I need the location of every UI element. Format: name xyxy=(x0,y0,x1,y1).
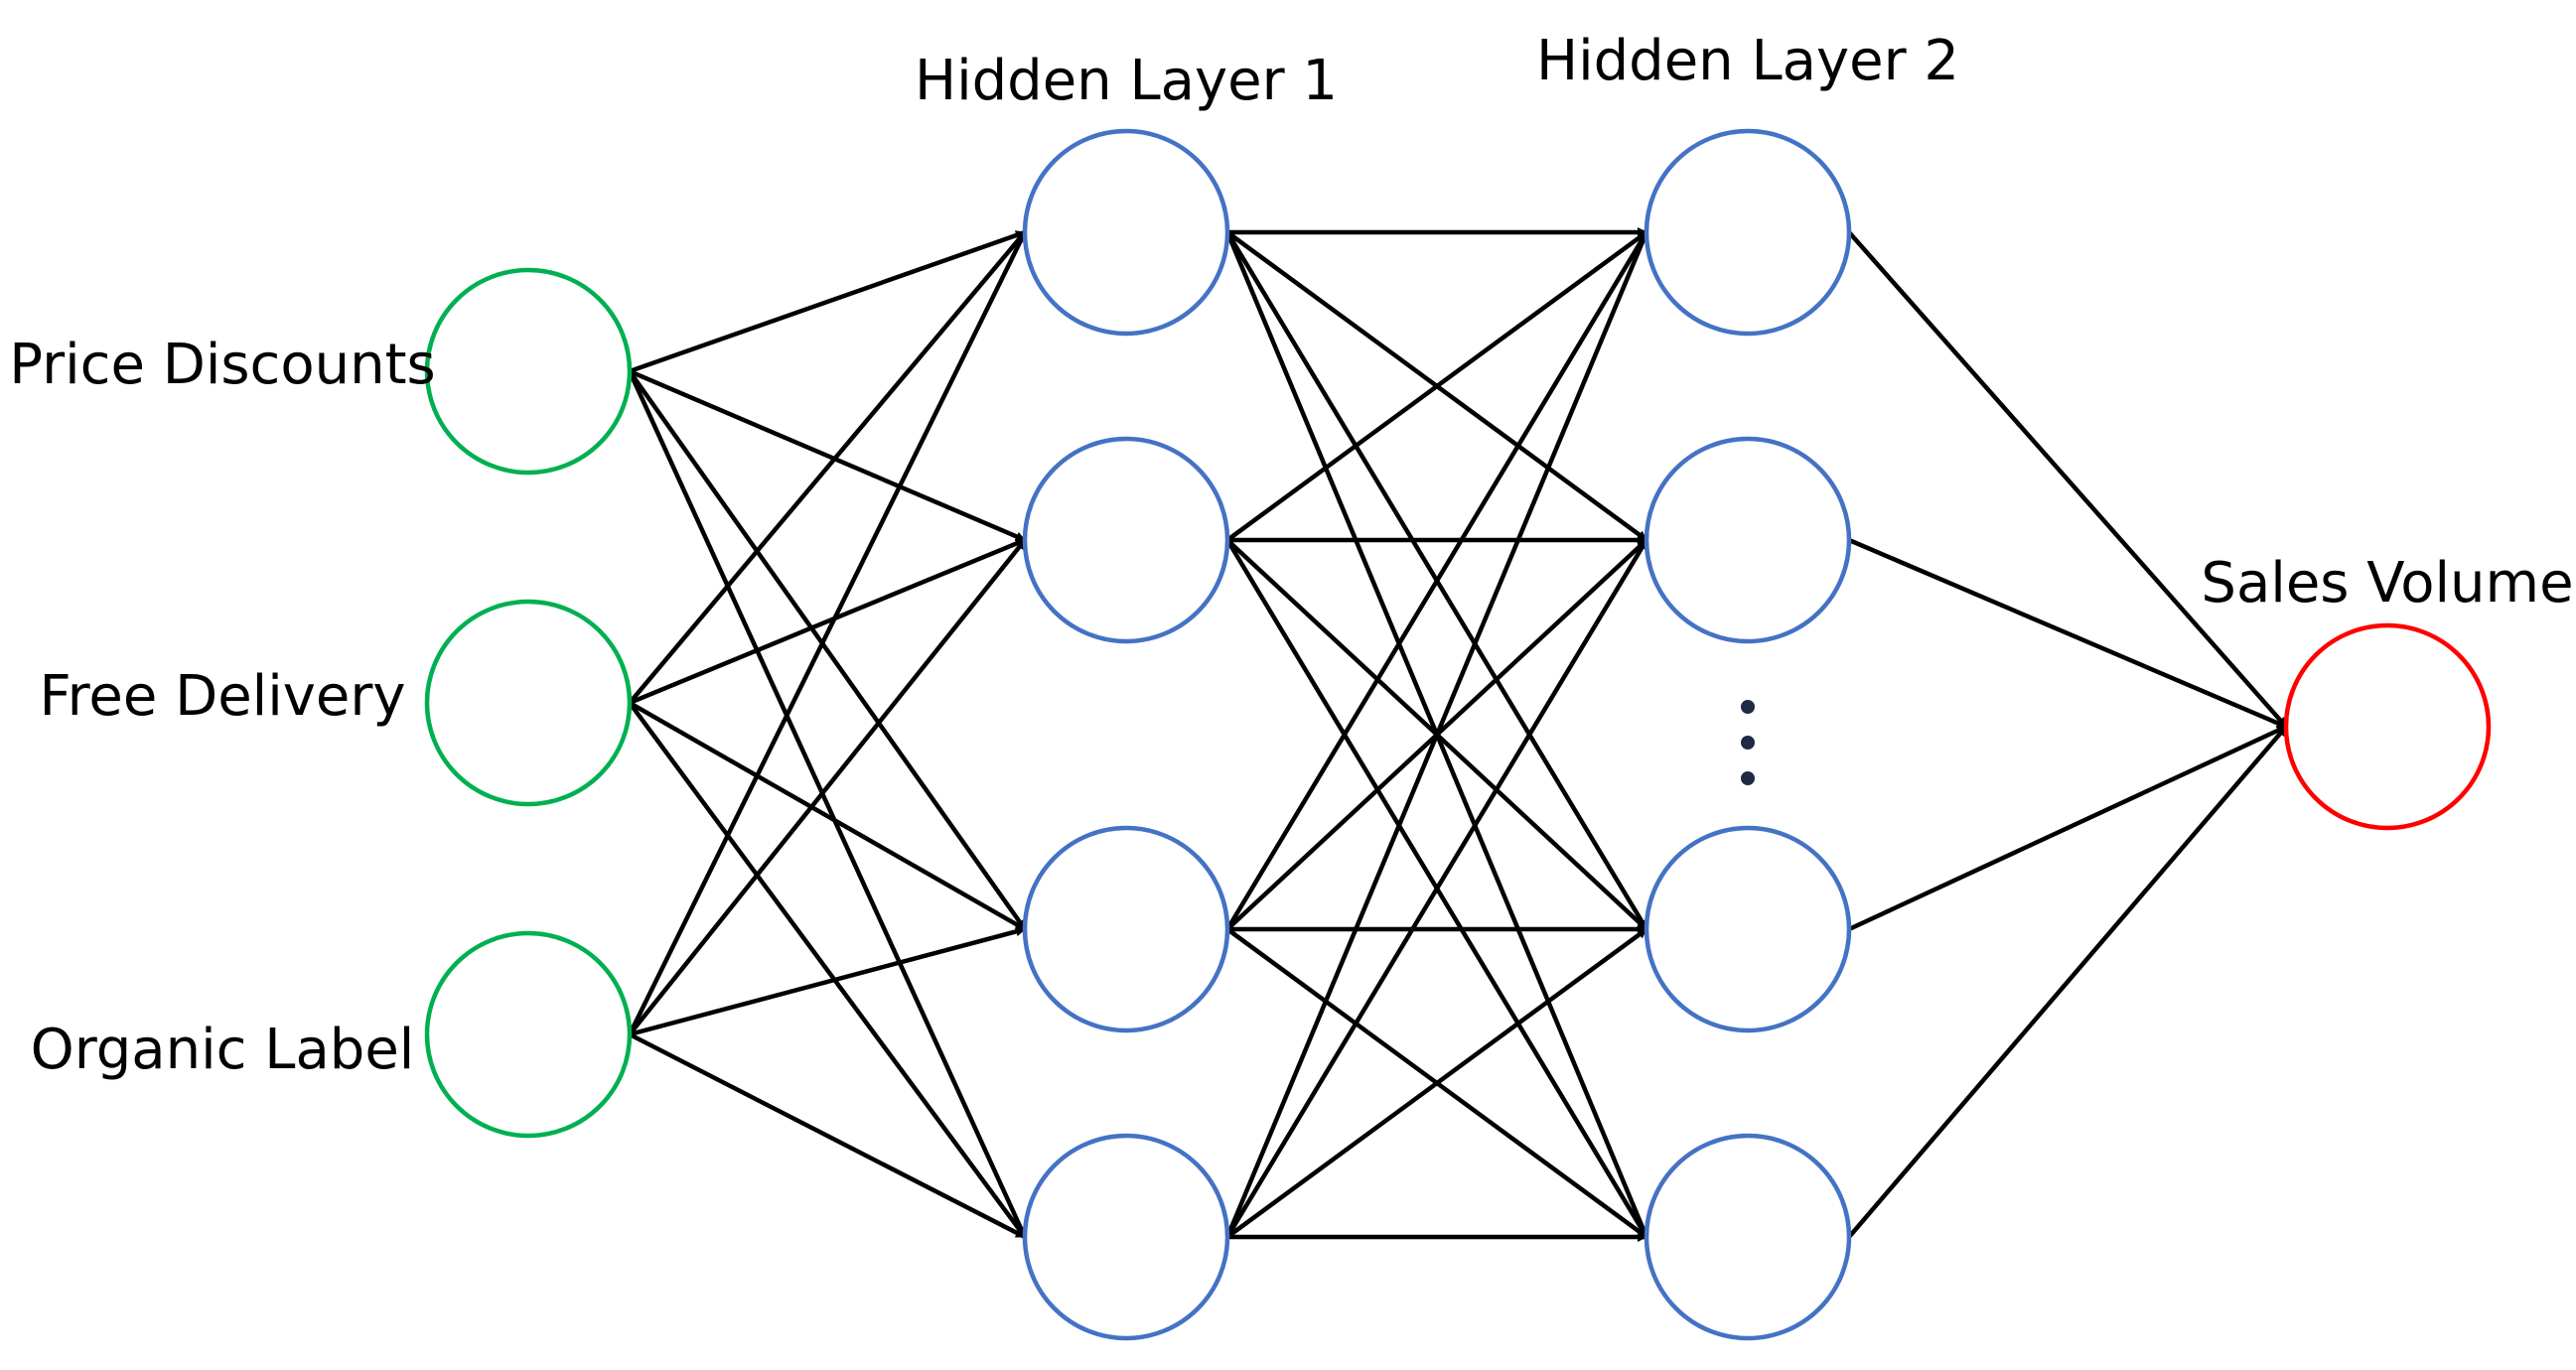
input-node-organic-label xyxy=(424,930,633,1139)
hidden-1-node-1 xyxy=(1022,128,1230,337)
edge-hidden-1-node-4-to-hidden-2-node-3 xyxy=(1225,927,1648,1239)
input-label-organic-label: Organic Label xyxy=(31,1018,415,1082)
hidden-1-node-2 xyxy=(1022,436,1230,644)
edge-input-node-price-discounts-to-hidden-1-node-1 xyxy=(629,229,1026,374)
edge-hidden-2-node-4-to-output-node-sales-volume xyxy=(1847,725,2288,1239)
edge-input-node-price-discounts-to-hidden-1-node-2 xyxy=(629,368,1026,543)
hidden-layer-2-ellipsis xyxy=(1741,700,1755,785)
edge-input-node-price-discounts-to-hidden-1-node-4 xyxy=(627,370,1028,1238)
hidden-1-node-3 xyxy=(1022,825,1230,1033)
output-label-sales-volume: Sales Volume xyxy=(2201,551,2573,616)
edge-input-node-free-delivery-to-hidden-1-node-1 xyxy=(628,230,1027,705)
edge-hidden-1-node-4-to-hidden-2-node-2 xyxy=(1225,538,1648,1239)
edge-hidden-2-node-3-to-output-node-sales-volume xyxy=(1848,724,2287,932)
edge-hidden-1-node-3-to-hidden-2-node-1 xyxy=(1225,230,1648,931)
input-node-price-discounts xyxy=(424,267,633,476)
input-label-free-delivery: Free Delivery xyxy=(39,664,405,729)
input-node-free-delivery xyxy=(424,599,633,807)
edge-input-node-free-delivery-to-hidden-1-node-4 xyxy=(628,701,1027,1239)
ellipsis-dot xyxy=(1741,700,1755,714)
hidden-1-node-4 xyxy=(1022,1133,1230,1341)
edge-input-node-price-discounts-to-hidden-1-node-3 xyxy=(628,369,1027,931)
edge-input-node-organic-label-to-hidden-1-node-2 xyxy=(628,538,1027,1036)
edge-hidden-2-node-1-to-output-node-sales-volume xyxy=(1847,230,2288,729)
edge-hidden-2-node-2-to-output-node-sales-volume xyxy=(1848,537,2287,730)
node-labels: Price Discounts Free Delivery Organic La… xyxy=(9,29,2573,1082)
hidden-2-node-1 xyxy=(1644,128,1852,337)
output-node-sales-volume xyxy=(2283,622,2492,831)
connection-edges xyxy=(627,227,2288,1242)
edge-input-node-organic-label-to-hidden-1-node-3 xyxy=(629,926,1026,1037)
hidden-layer-1-title: Hidden Layer 1 xyxy=(915,49,1338,113)
network-nodes xyxy=(424,128,2492,1341)
edge-input-node-organic-label-to-hidden-1-node-1 xyxy=(627,231,1028,1035)
edge-hidden-1-node-4-to-hidden-2-node-1 xyxy=(1224,231,1649,1238)
ellipsis-dot xyxy=(1741,736,1755,750)
hidden-2-node-3 xyxy=(1644,825,1852,1033)
edge-hidden-1-node-2-to-hidden-2-node-1 xyxy=(1225,230,1648,542)
edge-input-node-free-delivery-to-hidden-1-node-2 xyxy=(629,537,1026,706)
ellipsis-dot xyxy=(1741,771,1755,785)
edge-input-node-organic-label-to-hidden-1-node-4 xyxy=(628,1031,1027,1240)
edge-input-node-free-delivery-to-hidden-1-node-3 xyxy=(628,701,1027,931)
hidden-2-node-4 xyxy=(1644,1133,1852,1341)
hidden-2-node-2 xyxy=(1644,436,1852,644)
input-label-price-discounts: Price Discounts xyxy=(9,333,435,397)
hidden-layer-2-title: Hidden Layer 2 xyxy=(1536,29,1959,93)
